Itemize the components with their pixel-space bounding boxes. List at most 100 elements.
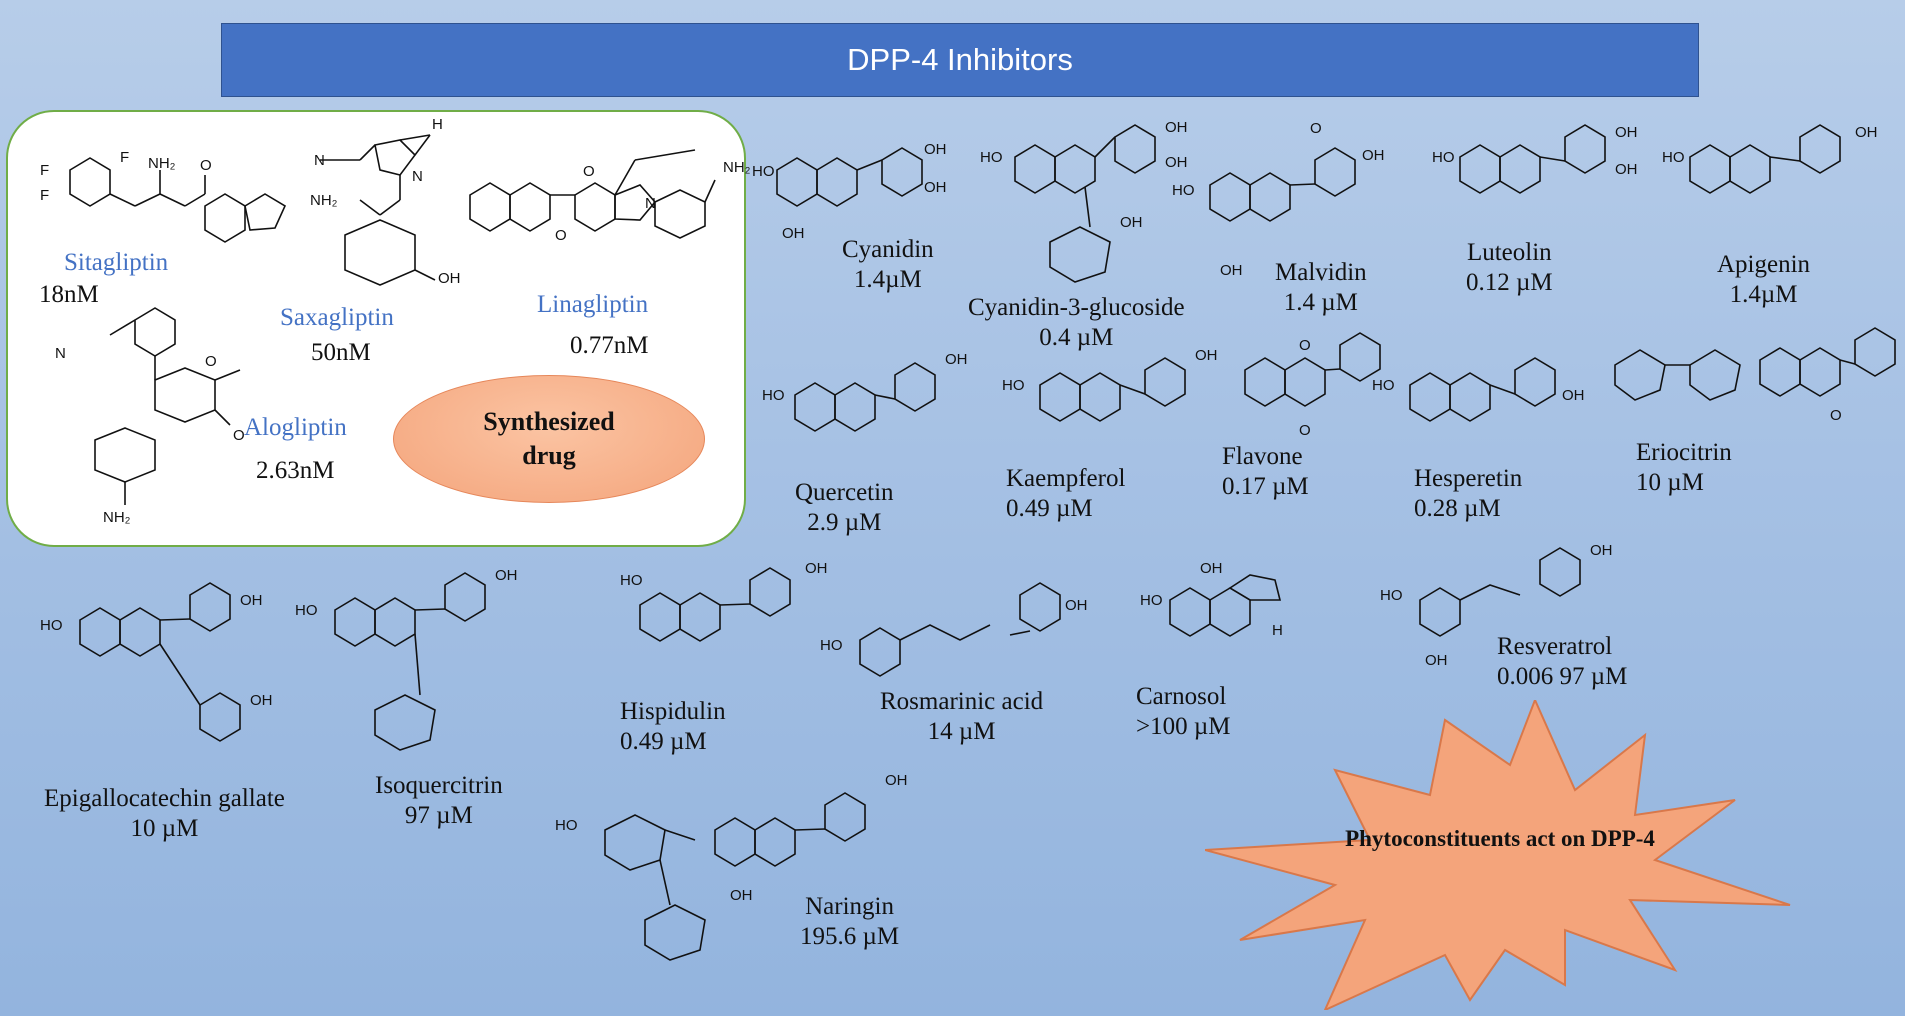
atom-label: N — [645, 195, 656, 212]
alogliptin-structure: N O O NH₂ — [55, 307, 245, 526]
atom-label: OH — [1590, 542, 1613, 559]
sitagliptin-structure: F F F NH₂ O — [40, 149, 287, 243]
saxagliptin-ic50: 50nM — [311, 339, 371, 366]
carnosol-structure: OH HO H — [1140, 560, 1283, 639]
atom-label: O — [583, 163, 595, 180]
phytoconstituents-starburst — [1205, 700, 1791, 1010]
cyanidin-3-glucoside-structure: HO OH OH OH — [980, 119, 1188, 283]
atom-label: HO — [1380, 587, 1403, 604]
atom-label: N — [55, 345, 66, 362]
atom-label: OH — [1200, 560, 1223, 577]
linagliptin-structure: O NH₂ N O — [469, 149, 751, 244]
atom-label: OH — [1195, 347, 1218, 364]
luteolin-structure: HO OH OH — [1432, 124, 1638, 194]
atom-label: OH — [945, 351, 968, 368]
atom-label: NH₂ — [310, 192, 338, 209]
flavone-structure: O O — [1244, 332, 1381, 439]
atom-label: OH — [782, 225, 805, 242]
apigenin-structure: HO OH — [1662, 124, 1878, 194]
atom-label: H — [1272, 622, 1283, 639]
atom-label: OH — [1855, 124, 1878, 141]
atom-label: O — [1310, 120, 1322, 137]
linagliptin-name: Linagliptin — [537, 291, 649, 318]
atom-label: OH — [250, 692, 273, 709]
atom-label: HO — [1372, 377, 1395, 394]
atom-label: OH — [1615, 161, 1638, 178]
eriocitrin-structure: O — [1614, 327, 1896, 424]
atom-label: H — [432, 116, 443, 133]
title-banner: DPP-4 Inhibitors — [221, 23, 1699, 97]
atom-label: OH — [1362, 147, 1385, 164]
atom-label: OH — [1220, 262, 1243, 279]
atom-label: OH — [438, 270, 461, 287]
alogliptin-name: Alogliptin — [244, 414, 347, 441]
atom-label: N — [412, 168, 423, 185]
isoquercitrin-structure: HO OH — [295, 567, 518, 751]
carnosol-label: Carnosol>100 µM — [1136, 683, 1231, 740]
atom-label: OH — [1165, 154, 1188, 171]
naringin-structure: HO OH OH — [555, 772, 908, 961]
malvidin-structure: HO OH O OH — [1172, 120, 1385, 279]
atom-label: OH — [1165, 119, 1188, 136]
saxagliptin-name: Saxagliptin — [280, 304, 394, 331]
linagliptin-ic50: 0.77nM — [570, 332, 649, 359]
atom-label: HO — [1002, 377, 1025, 394]
synthesized-drug-badge-text: Synthesized drug — [483, 407, 615, 470]
atom-label: HO — [40, 617, 63, 634]
atom-label: OH — [730, 887, 753, 904]
phytoconstituents-badge: Phytoconstituents act on DPP-4 — [1345, 826, 1655, 851]
synthesized-drug-badge: Synthesized drug — [393, 375, 705, 503]
atom-label: O — [200, 157, 212, 174]
atom-label: OH — [1615, 124, 1638, 141]
atom-label: OH — [240, 592, 263, 609]
atom-label: NH₂ — [148, 155, 176, 172]
saxagliptin-structure: N N NH₂ H OH — [310, 116, 461, 287]
atom-label: N — [314, 152, 325, 169]
atom-label: O — [1299, 422, 1311, 439]
atom-label: HO — [1140, 592, 1163, 609]
atom-label: OH — [1425, 652, 1448, 669]
title-text: DPP-4 Inhibitors — [847, 42, 1073, 77]
atom-label: HO — [620, 572, 643, 589]
atom-label: NH₂ — [723, 159, 751, 176]
atom-label: HO — [295, 602, 318, 619]
atom-label: OH — [805, 560, 828, 577]
hispidulin-structure: OH HO — [620, 560, 828, 642]
atom-label: HO — [980, 149, 1003, 166]
atom-label: HO — [1662, 149, 1685, 166]
atom-label: HO — [555, 817, 578, 834]
atom-label: HO — [762, 387, 785, 404]
atom-label: O — [205, 353, 217, 370]
atom-label: NH₂ — [103, 509, 131, 526]
atom-label: OH — [924, 179, 947, 196]
atom-label: O — [233, 427, 245, 444]
atom-label: OH — [495, 567, 518, 584]
sitagliptin-name: Sitagliptin — [64, 249, 169, 276]
atom-label: F — [120, 149, 129, 166]
atom-label: OH — [924, 141, 947, 158]
atom-label: O — [1299, 337, 1311, 354]
cyanidin-structure: HO OH OH OH — [752, 141, 947, 242]
atom-label: OH — [1120, 214, 1143, 231]
atom-label: HO — [1432, 149, 1455, 166]
atom-label: OH — [885, 772, 908, 789]
atom-label: HO — [752, 163, 775, 180]
atom-label: OH — [1065, 597, 1088, 614]
quercetin-structure: HO OH — [762, 351, 968, 432]
atom-label: F — [40, 162, 49, 179]
atom-label: HO — [820, 637, 843, 654]
